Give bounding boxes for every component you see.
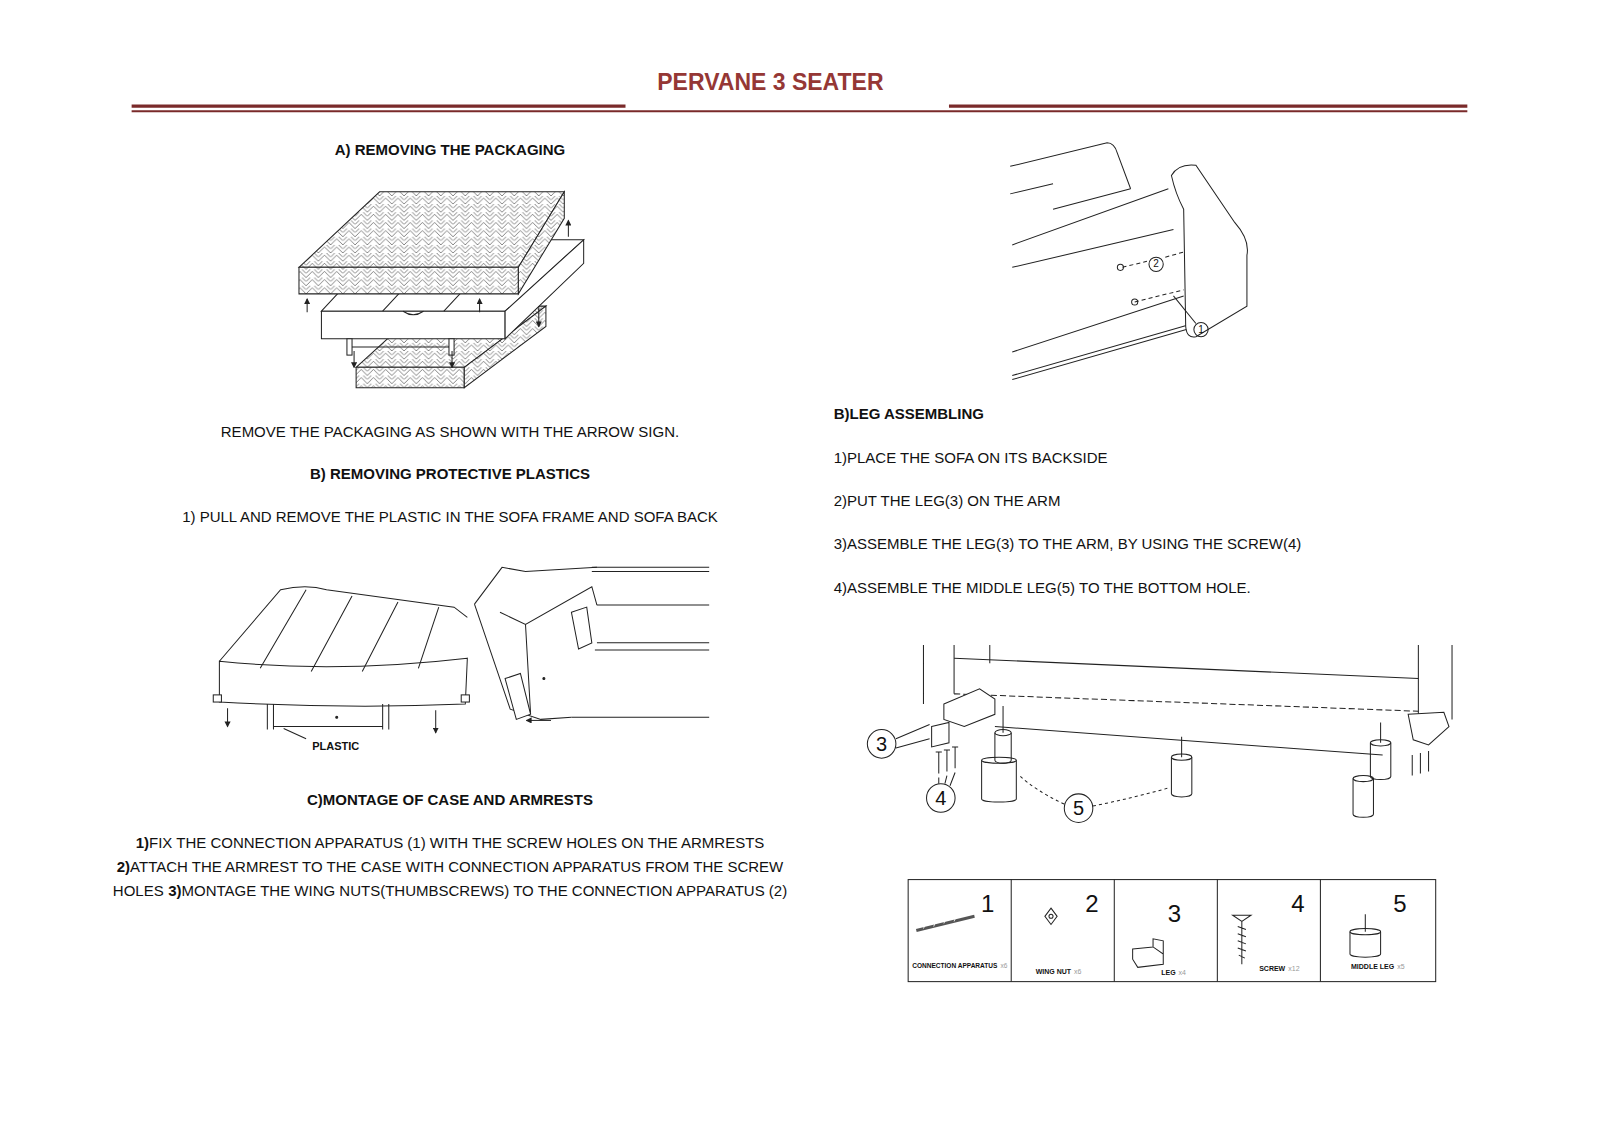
header-rule [132,106,1468,111]
part-number: 5 [1393,890,1406,919]
part-name: SCREW [1259,966,1285,973]
callout-number: 5 [1073,796,1084,820]
callout-number: 4 [935,786,946,810]
part-number: 3 [1168,900,1181,929]
section-heading: A) REMOVING THE PACKAGING [335,141,566,159]
instruction-paragraph: 1)FIX THE CONNECTION APPARATUS (1) WITH … [110,831,790,903]
instruction-text: 1) [136,834,149,851]
step-text: 1)PLACE THE SOFA ON ITS BACKSIDE [834,449,1108,467]
part-name: CONNECTION APPARATUS [912,963,997,970]
leg-assembly-figure [867,645,1452,823]
instruction-text: 3) [168,882,181,899]
instruction-text: FIX THE CONNECTION APPARATUS (1) WITH TH… [149,834,764,851]
instruction-text: MONTAGE THE WING NUTS(THUMBSCREWS) TO TH… [182,882,788,899]
quantity-text: x5 [1397,963,1404,970]
plastic-removal-figure [213,567,709,738]
section-heading: B)LEG ASSEMBLING [834,405,984,423]
part-label: PLASTIC [312,740,359,753]
part-number: 1 [981,890,994,919]
part-number: 2 [1085,890,1098,919]
section-heading: C)MONTAGE OF CASE AND ARMRESTS [307,791,593,809]
parts-table [908,880,1436,982]
packaging-figure [299,192,584,388]
quantity-text: x6 [1000,963,1007,970]
section-heading: B) REMOVING PROTECTIVE PLASTICS [310,465,590,483]
quantity-text: x4 [1179,970,1186,977]
part-caption: CONNECTION APPARATUSx6 [912,963,1007,970]
instruction-text: 2) [117,858,130,875]
callout-number: 3 [876,732,887,756]
part-caption: LEG x4 [1161,970,1186,978]
quantity-text: x12 [1288,966,1299,973]
part-name: LEG [1161,970,1175,977]
part-caption: MIDDLE LEGx5 [1351,963,1405,971]
instruction-text: REMOVE THE PACKAGING AS SHOWN WITH THE A… [221,423,679,441]
step-text: 3)ASSEMBLE THE LEG(3) TO THE ARM, BY USI… [834,535,1302,553]
part-caption: WING NUTx6 [1036,969,1082,977]
instruction-text: 1) PULL AND REMOVE THE PLASTIC IN THE SO… [182,508,718,526]
part-number: 4 [1291,890,1304,919]
callout-number: 2 [1153,258,1159,270]
page-title: PERVANE 3 SEATER [657,69,883,97]
armrest-figure [1010,143,1247,380]
quantity-text: x6 [1074,969,1081,976]
step-text: 2)PUT THE LEG(3) ON THE ARM [834,492,1061,510]
step-text: 4)ASSEMBLE THE MIDDLE LEG(5) TO THE BOTT… [834,579,1251,597]
part-name: MIDDLE LEG [1351,963,1394,970]
part-caption: SCREWx12 [1259,966,1299,974]
callout-number: 1 [1198,324,1204,336]
part-name: WING NUT [1036,969,1071,976]
